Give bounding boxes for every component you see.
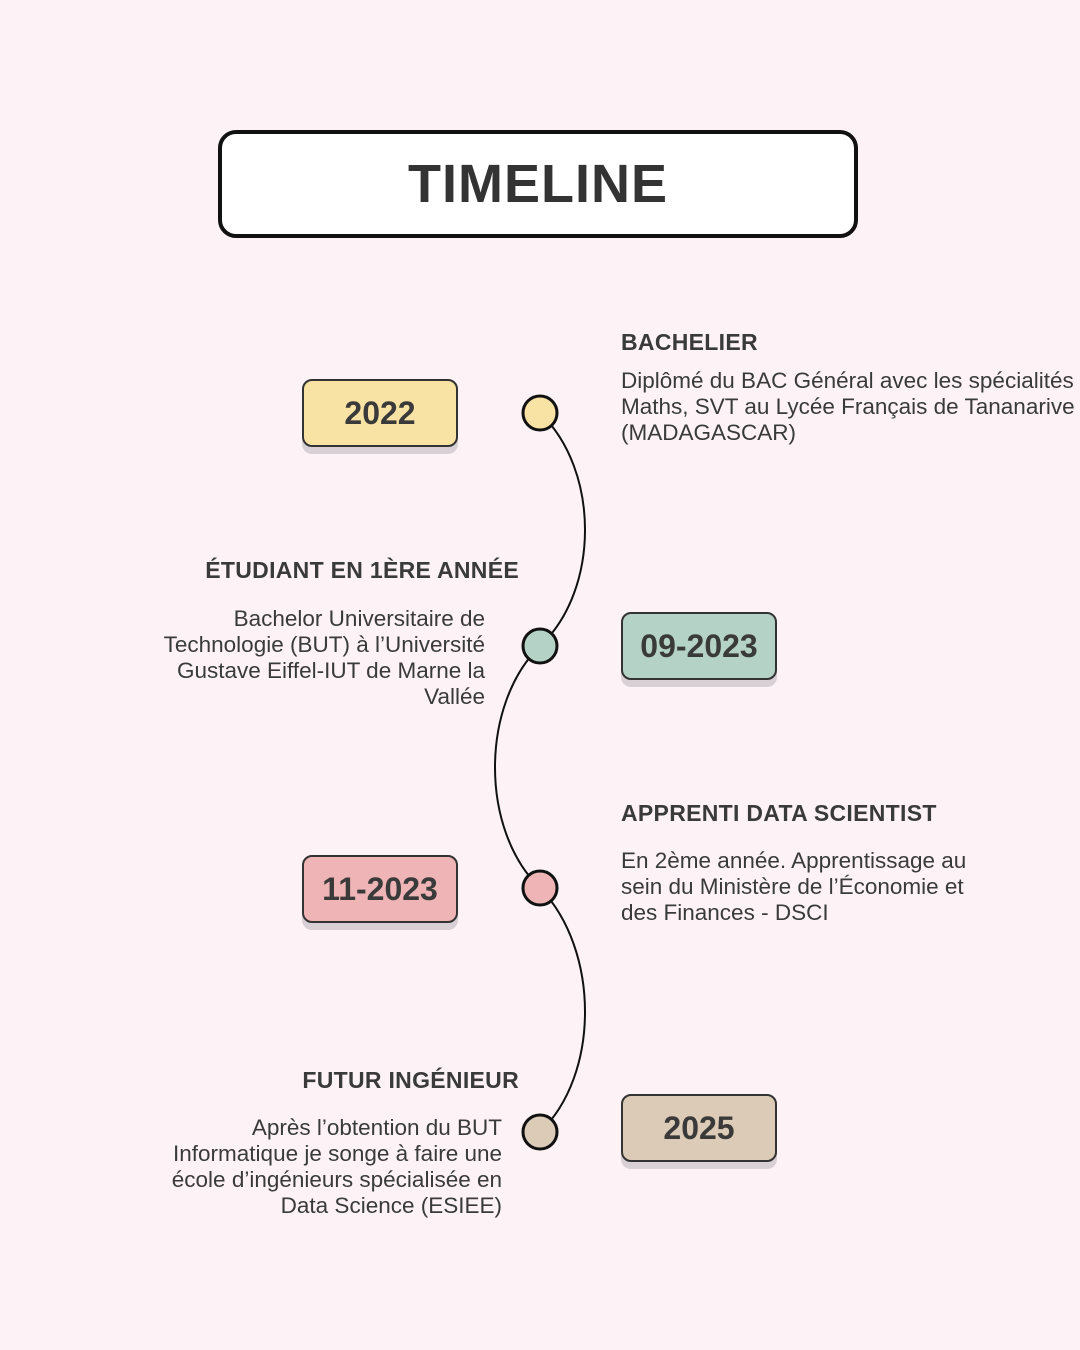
timeline-node-2025 [521,1113,559,1151]
event-description-apprenti: En 2ème année. Apprentissage au sein du … [621,848,967,925]
timeline-title-box: TIMELINE [218,130,858,238]
year-badge-2025: 2025 [621,1094,777,1162]
timeline-node-2022 [521,394,559,432]
timeline-connector-line [494,412,586,1133]
event-heading-futur: FUTUR INGÉNIEUR [302,1067,519,1093]
year-badge-11-2023: 11-2023 [302,855,458,923]
timeline-node-11-2023 [521,869,559,907]
event-description-etudiant: Bachelor Universitaire de Technologie (B… [163,606,485,709]
event-heading-etudiant: ÉTUDIANT EN 1ÈRE ANNÉE [205,557,519,583]
year-badge-2022: 2022 [302,379,458,447]
event-description-futur: Après l’obtention du BUT Informatique je… [171,1115,502,1218]
event-heading-bachelier: BACHELIER [621,329,758,355]
year-badge-09-2023: 09-2023 [621,612,777,680]
event-heading-apprenti: APPRENTI DATA SCIENTIST [621,800,937,826]
timeline-node-09-2023 [521,627,559,665]
event-description-bachelier: Diplômé du BAC Général avec les spéciali… [621,368,1075,445]
page-title: TIMELINE [408,154,668,214]
